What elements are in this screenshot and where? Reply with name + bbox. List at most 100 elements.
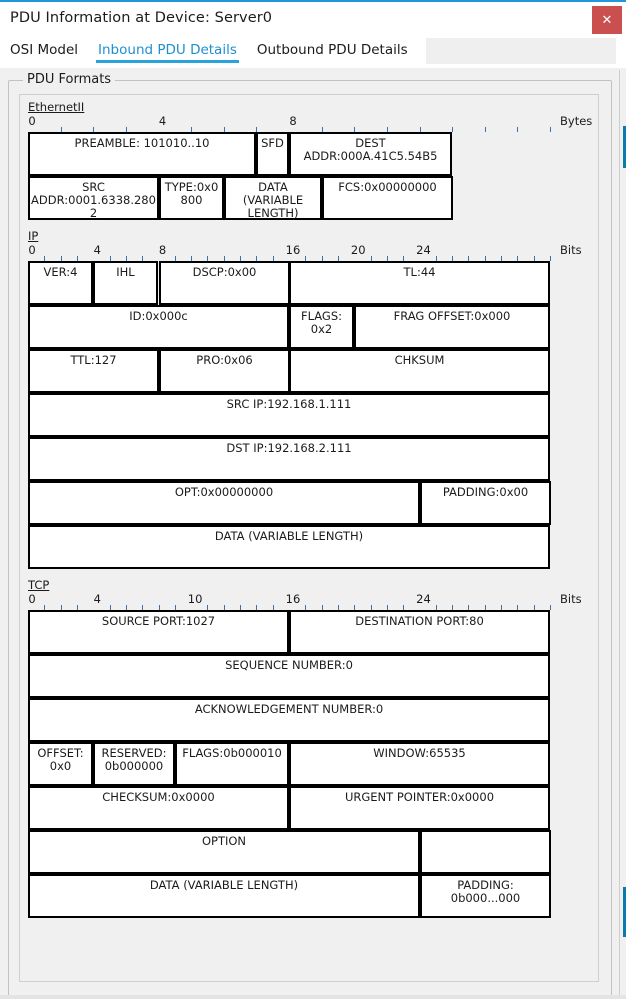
ruler-tick <box>321 127 323 132</box>
window-title-bar: PDU Information at Device: Server0 ✕ <box>0 2 626 38</box>
tab-outbound-pdu-details[interactable]: Outbound PDU Details <box>256 42 408 58</box>
close-button[interactable]: ✕ <box>592 6 622 34</box>
protocol-name-tcp: TCP <box>28 578 50 592</box>
ruler-tick <box>337 256 339 261</box>
ruler-tick <box>174 605 176 610</box>
ruler-unit-label: Bits <box>560 592 582 606</box>
packet-field: URGENT POINTER:0x0000 <box>289 786 550 830</box>
ruler-tick <box>386 256 388 261</box>
ruler-tick <box>109 605 111 610</box>
ruler-tick <box>386 605 388 610</box>
ruler-tick <box>207 256 209 261</box>
ruler-tick <box>501 605 503 610</box>
packet-field: FLAGS:0b000010 <box>175 742 289 786</box>
ruler-tick <box>60 605 62 610</box>
packet-field: SRC IP:192.168.1.111 <box>28 393 550 437</box>
ruler-tick <box>256 127 258 132</box>
tab-strip-filler <box>425 38 616 64</box>
ruler-tick <box>468 256 470 261</box>
window-title: PDU Information at Device: Server0 <box>10 10 273 26</box>
ruler-tick-label: 24 <box>416 592 431 606</box>
ruler-unit-label: Bits <box>560 243 582 257</box>
protocol-name-ethernetii: EthernetII <box>28 100 85 114</box>
ruler-tick-label: 0 <box>28 592 36 606</box>
packet-field: FCS:0x00000000 <box>322 176 453 220</box>
packet-row: DST IP:192.168.2.111 <box>28 437 590 481</box>
ruler-tick <box>517 256 519 261</box>
ruler-tick <box>272 256 274 261</box>
packet-row: DATA (VARIABLE LENGTH)PADDING: 0b000...0… <box>28 874 590 918</box>
ruler-tick <box>517 605 519 610</box>
ruler-tick <box>240 256 242 261</box>
ruler-tick <box>76 256 78 261</box>
ruler-tick <box>174 256 176 261</box>
ruler-tick <box>142 605 144 610</box>
packet-field: DSCP:0x00 <box>159 261 290 305</box>
ruler-tick <box>256 605 258 610</box>
packet-field: FRAG OFFSET:0x000 <box>354 305 550 349</box>
ruler-tick-label: 24 <box>416 243 431 257</box>
window-bottom-edge <box>0 995 626 999</box>
ruler-tick <box>370 605 372 610</box>
packet-field: OFFSET: 0x0 <box>28 742 93 786</box>
scroll-indicator-bottom[interactable] <box>623 887 626 937</box>
ruler-tick <box>550 605 551 610</box>
ruler-tick <box>191 127 193 132</box>
packet-field: TYPE:0x0800 <box>159 176 224 220</box>
ruler-tick <box>354 127 356 132</box>
packet-field: OPTION <box>28 830 420 874</box>
packet-field <box>452 176 550 220</box>
ruler-tick-label: 4 <box>158 114 167 128</box>
ruler-tick <box>321 256 323 261</box>
packet-field: TL:44 <box>289 261 550 305</box>
ruler-tick <box>354 605 356 610</box>
packet-field: DATA (VARIABLE LENGTH) <box>28 525 550 569</box>
ruler-tick-label: 8 <box>289 114 297 128</box>
scroll-indicator-top[interactable] <box>623 126 626 168</box>
ruler-tick <box>517 127 519 132</box>
ruler-tick <box>125 127 127 132</box>
ruler-tick <box>272 605 274 610</box>
ruler-tick <box>93 127 95 132</box>
packet-field: DATA (VARIABLE LENGTH) <box>28 874 420 918</box>
ruler-tick-label: 0 <box>28 243 36 257</box>
packet-field: SOURCE PORT:1027 <box>28 610 289 654</box>
ruler-tick <box>550 256 551 261</box>
ruler-tick <box>501 256 503 261</box>
ruler-tick <box>370 256 372 261</box>
packet-field <box>420 830 551 874</box>
packet-field: PREAMBLE: 101010..10 <box>28 132 256 176</box>
ruler-tick <box>305 605 307 610</box>
ruler-tick <box>191 256 193 261</box>
packet-field <box>452 132 550 176</box>
tab-inbound-pdu-details[interactable]: Inbound PDU Details <box>88 38 247 66</box>
ruler-tick <box>533 256 535 261</box>
packet-field: SEQUENCE NUMBER:0 <box>28 654 550 698</box>
ruler-tick-label: 4 <box>93 243 101 257</box>
packet-field: VER:4 <box>28 261 93 305</box>
packet-field: SFD <box>256 132 289 176</box>
tab-strip: OSI Model Inbound PDU Details Outbound PDU… <box>0 38 626 68</box>
packet-field: WINDOW:65535 <box>289 742 550 786</box>
packet-field: DESTINATION PORT:80 <box>289 610 550 654</box>
tab-osi-model[interactable]: OSI Model <box>10 42 79 58</box>
ruler-tick <box>142 256 144 261</box>
packet-field: TTL:127 <box>28 349 159 393</box>
ruler-tick <box>403 256 405 261</box>
ruler-tick <box>452 127 454 132</box>
ruler-unit-label: Bytes <box>560 114 593 128</box>
ruler-tick <box>321 605 323 610</box>
packet-row: OPTION <box>28 830 590 874</box>
